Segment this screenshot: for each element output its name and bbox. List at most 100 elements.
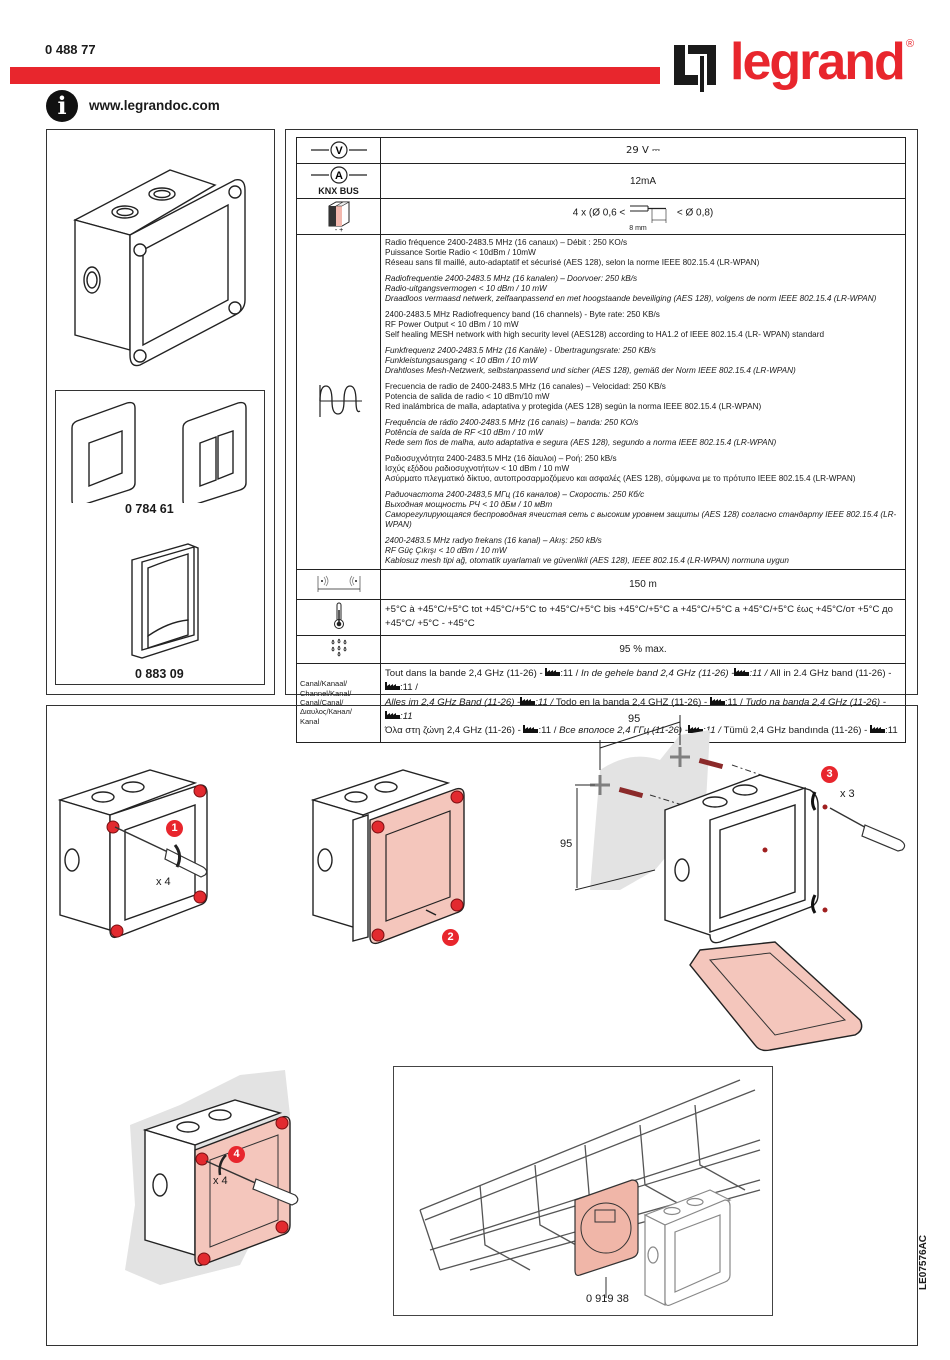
radio-spec-line: Саморегулирующаяся беспроводная ячеистая…: [385, 510, 897, 529]
radio-spec-line: RF Power Output < 10 dBm / 10 mW: [385, 320, 519, 329]
channel-text: Όλα στη ζώνη 2,4 GHz (11-26) -: [385, 725, 524, 737]
factory-icon: [385, 682, 400, 691]
spec-row-wiring: - + 4 x (Ø 0,6 < < Ø 0,8) 8 mm: [296, 198, 906, 235]
step-3-badge: 3: [821, 766, 838, 783]
radio-spec-line: 2400-2483.5 MHz radyo frekans (16 kanal)…: [385, 536, 602, 545]
strip-length: 8 mm: [629, 225, 647, 232]
radio-spec-paragraph: Radiofrequentie 2400-2483.5 MHz (16 kana…: [385, 274, 901, 304]
factory-icon: [545, 667, 561, 676]
factory-icon: [520, 696, 536, 705]
compatible-products-panel: [55, 390, 265, 685]
double-switch-icon: [182, 401, 247, 503]
radio-spec-line: Выходная мощность РЧ < 10 дБм / 10 мВт: [385, 500, 553, 509]
radio-spec-line: Potencia de salida de radio < 10 dBm/10 …: [385, 392, 550, 401]
radio-wave-cell: [296, 234, 381, 570]
product-panel: [46, 129, 275, 695]
channel-text: Todo en la banda 2,4 GHZ (11-26) -: [555, 696, 710, 708]
channel-label: Canal/Kanaal/ Channel/Kanal/ Canal/Canal…: [296, 662, 381, 743]
step-4-badge: 4: [228, 1146, 245, 1163]
factory-icon: [687, 725, 703, 734]
temperature-value: +5°C à +45°C/+5°C tot +45°C/+5°C to +45°…: [380, 599, 906, 636]
channel-text: :11: [885, 725, 898, 737]
channel-text: :11 /: [400, 682, 418, 694]
radio-spec-line: Ισχύς εξόδου ραδιοσυχνοτήτων < 10 dBm / …: [385, 464, 570, 473]
brand-name: legrand: [730, 33, 906, 91]
step-1-badge: 1: [166, 820, 183, 837]
humidity-cell: [296, 634, 381, 664]
radio-spec-line: Potência de saída de RF <10 dBm / 10 mW: [385, 428, 543, 437]
dimension-vertical: 95: [560, 838, 573, 850]
channel-text: Alles im 2,4 GHz Band (11-26) -: [385, 696, 521, 708]
step-3-illustration: [574, 715, 906, 1052]
radio-spec-paragraph: Ραδιοσυχνότητα 2400-2483.5 MHz (16 δίαυλ…: [385, 454, 901, 484]
radio-spec-line: RF Güç Çıkışı < 10 dBm / 10 mW: [385, 546, 507, 555]
radio-spec-line: Ραδιοσυχνότητα 2400-2483.5 MHz (16 δίαυλ…: [385, 454, 617, 463]
wire-size-min: 4 x (Ø 0,6 <: [572, 207, 626, 219]
website-link[interactable]: www.legrandoc.com: [89, 98, 220, 113]
specifications-table: V 29 V ⎓ A KNX BUS 12mA - + 4 x (Ø 0,6 <…: [296, 137, 906, 743]
factory-icon: [870, 725, 886, 734]
radio-spec-paragraph: 2400-2483.5 MHz Radiofrequency band (16 …: [385, 310, 901, 340]
radio-spec-line: Frequência de rádio 2400-2483.5 MHz (16 …: [385, 418, 639, 427]
terminal-block-icon: - +: [328, 201, 350, 234]
channel-text: :11 /: [702, 725, 724, 737]
radio-spec-line: Radio-uitgangsvermogen < 10 dBm / 10 mW: [385, 284, 547, 293]
legrand-logo-mark-icon: [674, 45, 716, 92]
channel-value: Tout dans la bande 2,4 GHz (11-26) - :11…: [380, 662, 906, 743]
radio-spec-line: Funkleistungsausgang < 10 dBm / 10 mW: [385, 356, 538, 365]
product-ref-label: 0 784 61: [125, 502, 174, 516]
installation-panel: [46, 705, 918, 1346]
radio-spec-line: Frecuencia de radio de 2400-2483.5 MHz (…: [385, 382, 666, 391]
radio-spec-paragraph: Frecuencia de radio de 2400-2483.5 MHz (…: [385, 382, 901, 412]
channel-text: Tudo na banda 2,4 GHz (11-26) -: [745, 696, 886, 708]
radio-spec-line: Radiofrequentie 2400-2483.5 MHz (16 kana…: [385, 274, 638, 283]
channel-text: Все вполосе 2,4 ГГц (11-26) -: [559, 725, 688, 737]
dimension-horizontal: 95: [628, 713, 641, 725]
humidity-value: 95 % max.: [380, 634, 906, 664]
channel-text: In de gehele band 2,4 GHz (11-26) -: [580, 667, 735, 679]
channel-text: Tout dans la bande 2,4 GHz (11-26) -: [385, 667, 546, 679]
channel-text: :11 /: [538, 725, 560, 737]
current-value: 12mA: [380, 163, 906, 199]
step-4-illustration: [125, 1070, 299, 1285]
factory-icon: [523, 725, 539, 734]
channel-text: :11 /: [724, 696, 746, 708]
channel-label-line: Canal/Canal/: [300, 698, 344, 708]
spec-row-channel: Canal/Kanaal/ Channel/Kanal/ Canal/Canal…: [296, 662, 906, 743]
step-1-count: x 4: [156, 876, 171, 888]
thermometer-icon: [333, 602, 344, 630]
channel-text: :11 /: [560, 667, 581, 679]
channel-label-line: Διαυλος/Канал/: [300, 707, 352, 717]
range-value: 150 m: [380, 569, 906, 600]
radio-spec-paragraph: 2400-2483.5 MHz radyo frekans (16 kanal)…: [385, 536, 901, 566]
radio-specs: Radio fréquence 2400-2483.5 MHz (16 cana…: [380, 234, 906, 570]
factory-icon: [709, 696, 725, 705]
radio-spec-line: Self healing MESH network with high secu…: [385, 330, 824, 339]
channel-line: Tout dans la bande 2,4 GHz (11-26) - :11…: [385, 667, 901, 696]
factory-icon: [734, 667, 750, 676]
knx-bus-label: KNX BUS: [318, 186, 359, 196]
voltage-value: 29 V ⎓: [380, 137, 906, 164]
product-reference: 0 488 77: [45, 42, 96, 57]
range-cell: [296, 569, 381, 600]
channel-text: All in 2.4 GHz band (11-26) -: [770, 667, 892, 679]
wiring-cell: - +: [296, 198, 381, 235]
cable-tray-illustration: [419, 1079, 761, 1307]
step-4-count: x 4: [213, 1175, 228, 1187]
document-code: LE07576AC: [918, 1234, 929, 1290]
current-icon: A: [310, 166, 367, 184]
radio-spec-line: Radio fréquence 2400-2483.5 MHz (16 cana…: [385, 238, 628, 247]
radio-spec-paragraph: Funkfrequenz 2400-2483.5 MHz (16 Kanäle)…: [385, 346, 901, 376]
step-1-illustration: [57, 769, 208, 939]
radio-spec-line: Puissance Sortie Radio < 10dBm / 10mW: [385, 248, 536, 257]
svg-text:- +: - +: [334, 227, 342, 232]
motion-detector-icon: [131, 543, 199, 659]
spec-row-range: 150 m: [296, 569, 906, 600]
svg-text:A: A: [335, 170, 343, 182]
humidity-drops-icon: [331, 639, 346, 657]
junction-box-icon: [73, 169, 246, 367]
registered-mark: ®: [906, 38, 915, 50]
spec-row-temperature: +5°C à +45°C/+5°C tot +45°C/+5°C to +45°…: [296, 599, 906, 636]
spec-row-radio: Radio fréquence 2400-2483.5 MHz (16 cana…: [296, 234, 906, 570]
wire-size-max: < Ø 0,8): [676, 207, 714, 219]
